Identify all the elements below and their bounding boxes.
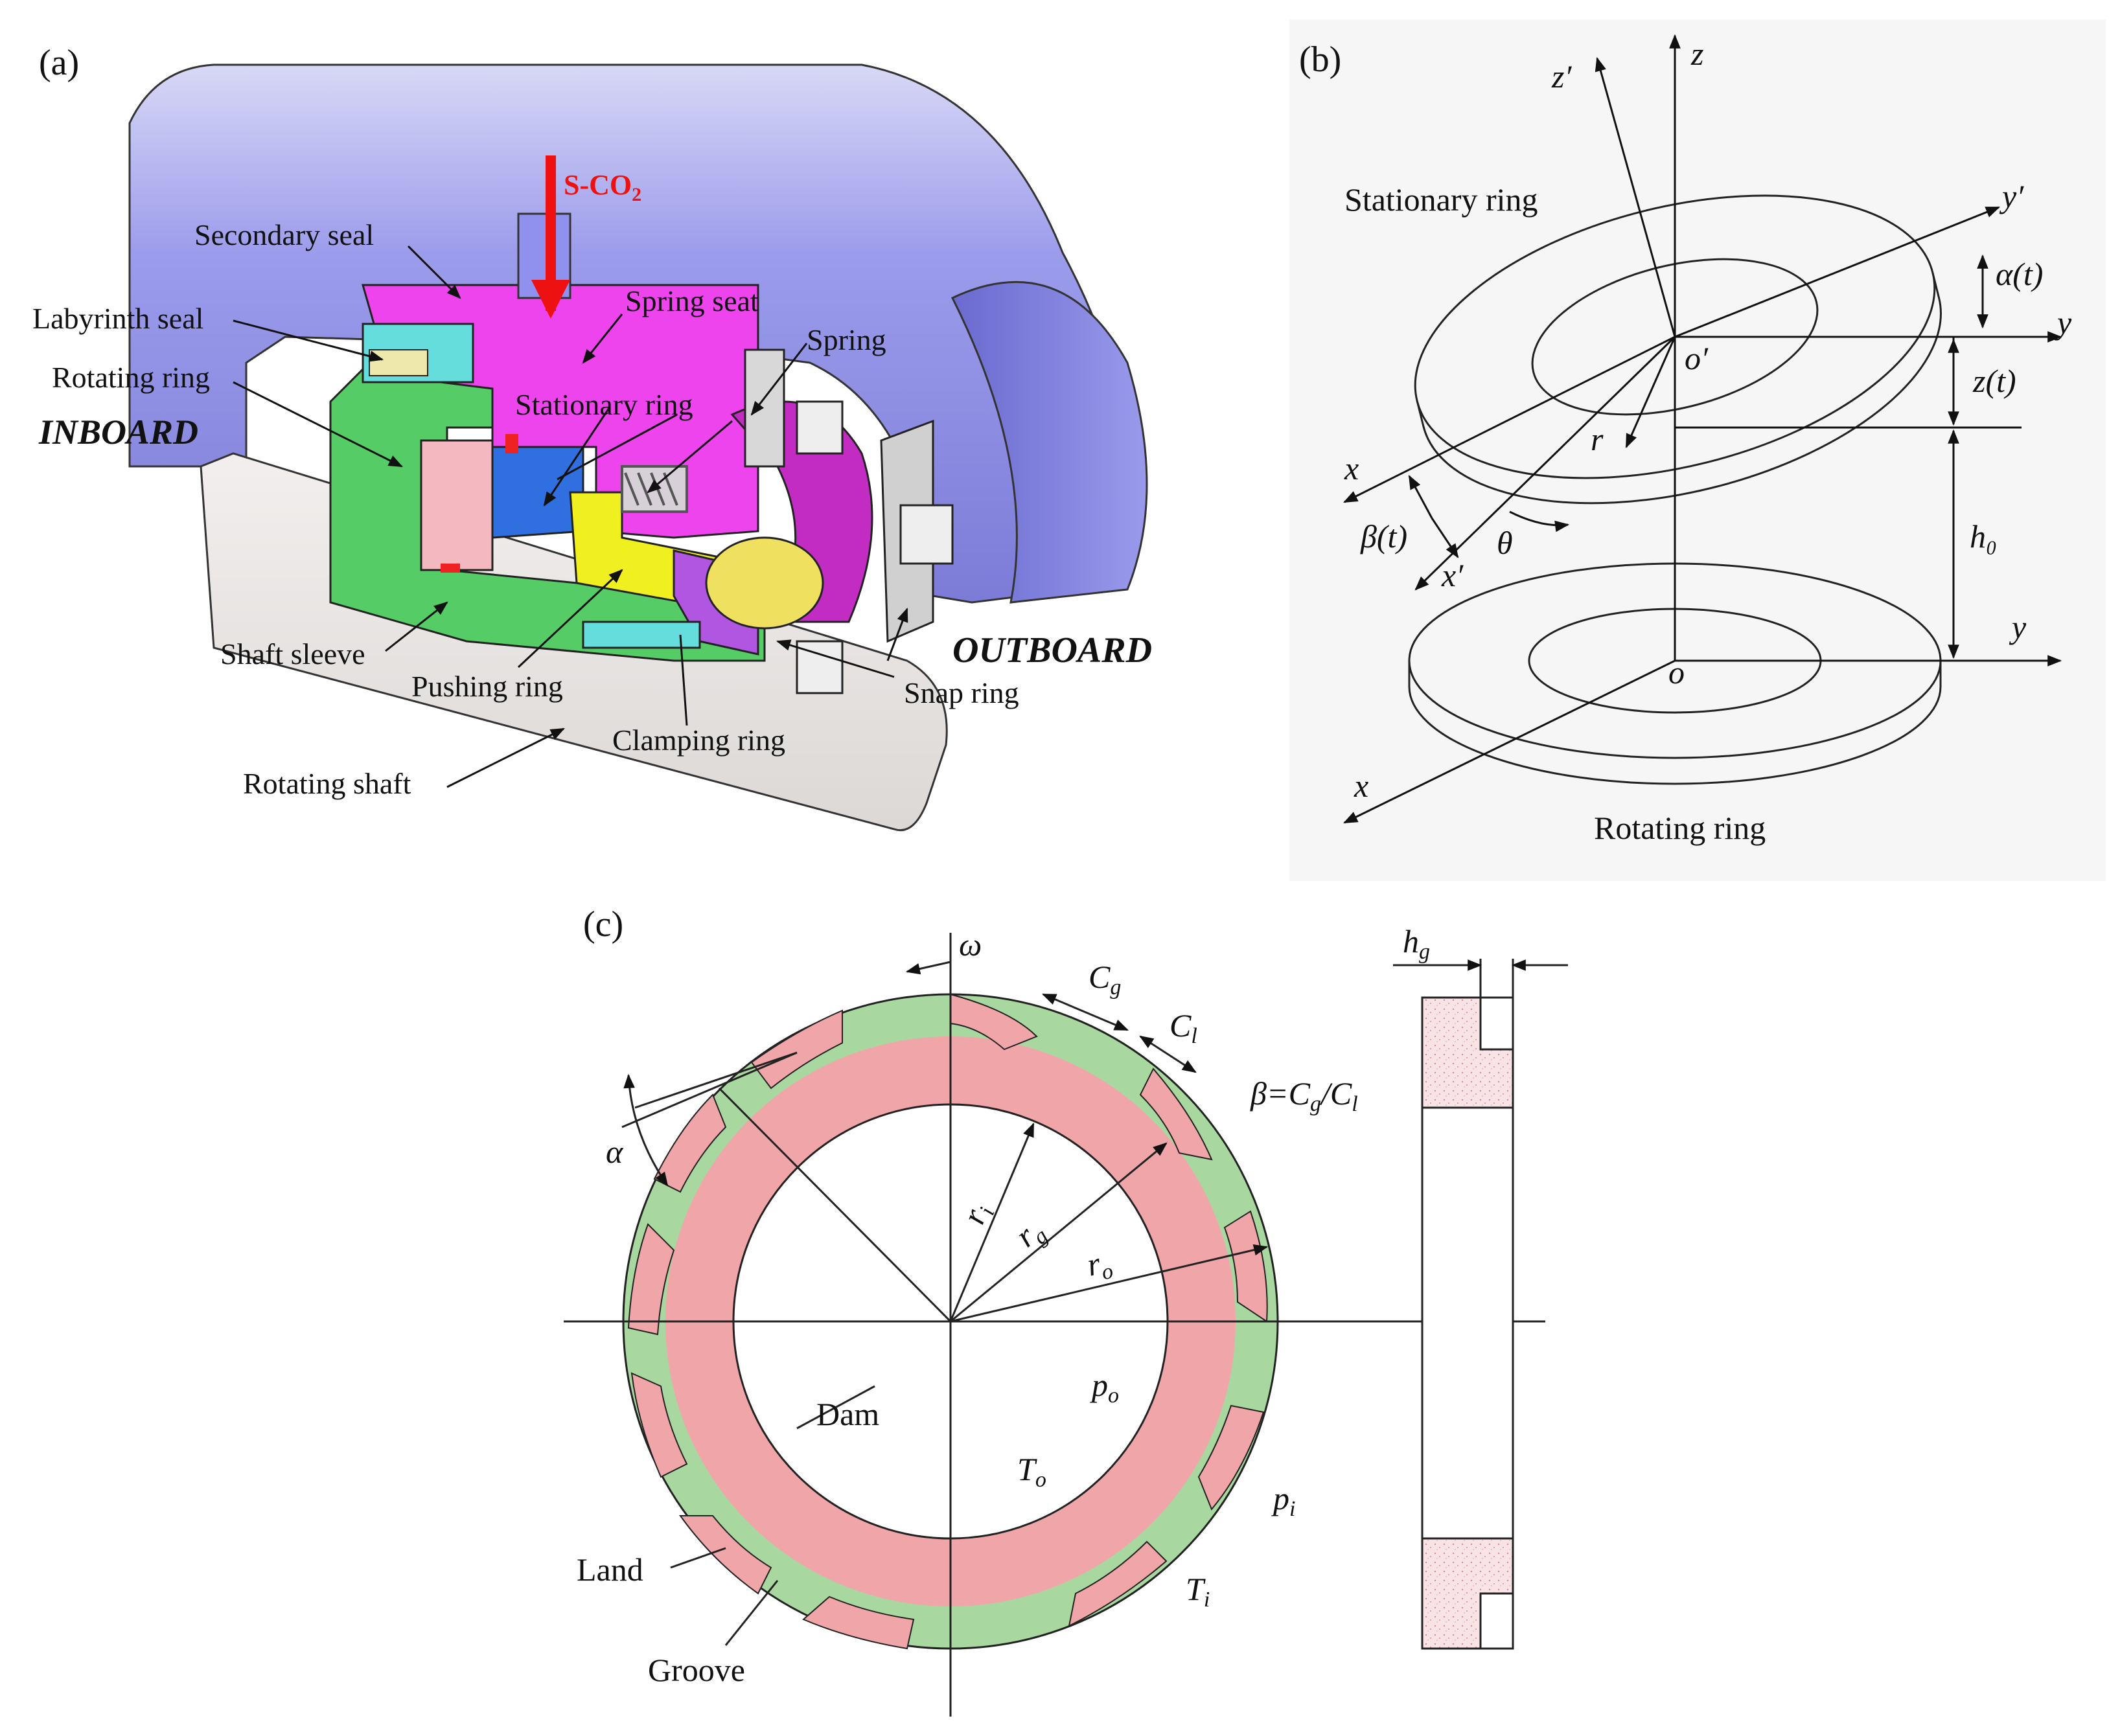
axis-y-lower: y <box>2009 609 2027 645</box>
axis-x-lower: x <box>1354 768 1368 804</box>
panel-b: (b) <box>1289 19 2106 881</box>
label-stationary-ring: Stationary ring <box>515 388 693 421</box>
clamp-disc <box>705 536 824 630</box>
symbol-z-t: z(t) <box>1972 363 2016 399</box>
symbol-beta-t: β(t) <box>1360 518 1407 554</box>
label-groove: Groove <box>648 1652 745 1688</box>
panel-c-lines <box>564 933 1545 1717</box>
label-clamping-ring: Clamping ring <box>612 724 785 757</box>
axis-x-upper: x <box>1344 450 1359 486</box>
symbol-alpha-t: α(t) <box>1996 256 2043 292</box>
symbol-Cg: Cg <box>1089 959 1121 999</box>
red-pin-1 <box>505 434 518 453</box>
rotating-ring-part <box>420 439 494 571</box>
symbol-h0: h₀ <box>1970 518 1997 554</box>
panel-c-tag: (c) <box>583 904 623 944</box>
retainer-plate <box>744 348 785 468</box>
bolt-outboard <box>899 504 954 565</box>
housing-end-face <box>951 280 1148 604</box>
symbol-po: po <box>1090 1367 1119 1408</box>
red-pin-2 <box>441 564 460 573</box>
label-inboard: INBOARD <box>38 413 198 451</box>
label-labyrinth-seal: Labyrinth seal <box>32 302 203 335</box>
label-land: Land <box>577 1551 643 1588</box>
axis-z-prime: z′ <box>1551 58 1572 95</box>
symbol-alpha: α <box>606 1134 624 1170</box>
label-rotating-shaft: Rotating shaft <box>243 767 411 800</box>
symbol-beta-eq: β=Cg/Cl <box>1250 1075 1358 1116</box>
label-secondary-seal: Secondary seal <box>194 218 374 251</box>
panel-c: (c) <box>564 904 1568 1717</box>
label-snap-ring: Snap ring <box>904 676 1019 709</box>
flow-label: S-CO2 <box>564 169 641 205</box>
symbol-Cl: Cl <box>1170 1007 1197 1048</box>
symbol-r: r <box>1591 421 1604 457</box>
axis-y-prime: y′ <box>1999 178 2024 214</box>
label-rotating-ring: Rotating ring <box>52 361 210 394</box>
axis-z: z <box>1690 36 1703 72</box>
label-pushing-ring: Pushing ring <box>411 670 563 703</box>
axis-y-upper: y <box>2054 304 2072 341</box>
cross-section <box>1393 959 1568 1650</box>
symbol-theta: θ <box>1497 525 1513 561</box>
stationary-ring-b <box>1414 194 1942 505</box>
panel-a-tag: (a) <box>39 43 79 83</box>
symbol-pi: pi <box>1271 1480 1295 1521</box>
label-dam: Dam <box>816 1396 879 1432</box>
label-spring: Spring <box>807 323 886 356</box>
inlet-pipe <box>517 212 571 299</box>
panel-b-axes <box>1343 34 2062 824</box>
symbol-To: To <box>1017 1451 1046 1492</box>
panel-b-tag: (b) <box>1299 40 1341 80</box>
axis-x-prime: x′ <box>1441 557 1464 593</box>
label-spring-seat: Spring seat <box>625 284 759 317</box>
label-shaft-sleeve: Shaft sleeve <box>220 637 365 670</box>
spring-coil <box>621 465 688 513</box>
label-rotating-ring-b: Rotating ring <box>1594 810 1766 846</box>
panel-b-bg <box>1289 19 2106 881</box>
symbol-Ti: Ti <box>1186 1571 1210 1612</box>
cap-screw <box>582 621 701 649</box>
symbol-hg: hg <box>1403 923 1430 964</box>
label-outboard: OUTBOARD <box>952 630 1152 670</box>
symbol-omega: ω <box>959 926 982 963</box>
labyrinth-cap <box>369 349 428 376</box>
spiral-grooves <box>627 993 1268 1650</box>
panel-a-leaders <box>233 245 908 788</box>
panel-a: S-CO2 (a) Secondary seal Labyrinth seal … <box>32 43 1152 831</box>
origin-o: o <box>1668 654 1685 691</box>
bolt-upper <box>796 400 844 455</box>
label-stationary-ring-b: Stationary ring <box>1344 181 1538 218</box>
origin-o-prime: o′ <box>1685 340 1709 376</box>
